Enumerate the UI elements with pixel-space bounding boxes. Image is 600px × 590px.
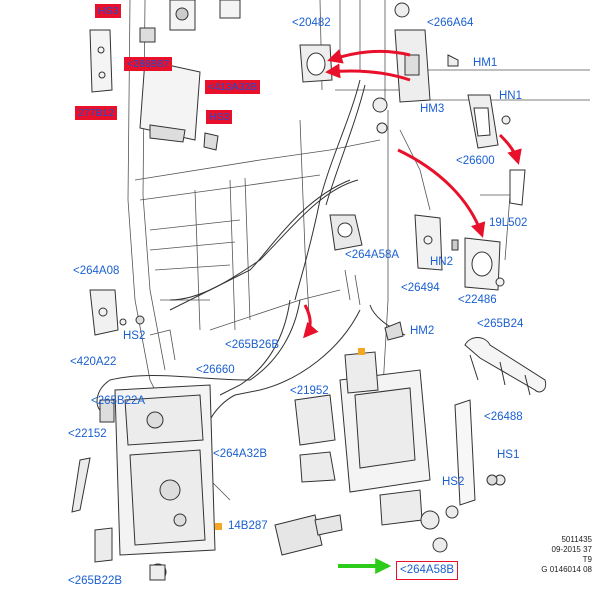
callout-hm1: HM1 (473, 57, 498, 69)
callout-hs2-right: HS2 (442, 476, 465, 488)
callout-22152: <22152 (68, 428, 107, 440)
latch-plates-right (414, 214, 505, 291)
hinge-lower-left (89, 289, 127, 336)
lock-assembly-left (71, 384, 216, 581)
callout-264a08: <264A08 (73, 265, 120, 277)
small-fasteners (135, 315, 498, 581)
hinge-bracket-top (89, 0, 241, 151)
callout-21952: <21952 (290, 385, 329, 397)
callout-hm3: HM3 (420, 103, 445, 115)
callout-hs3-top: HS3 (95, 4, 122, 18)
callout-hs2-left: HS2 (123, 330, 146, 342)
latch-parts-top (299, 2, 526, 206)
callout-420a22: <420A22 (70, 356, 117, 368)
callout-286b87: <286B87 (124, 57, 173, 71)
footer-line-1: 5011435 (561, 535, 592, 544)
callout-hn1: HN1 (499, 90, 523, 102)
orange-marker-21952 (358, 348, 365, 355)
callout-20482: <20482 (292, 17, 331, 29)
orange-marker-14b287 (215, 523, 222, 530)
footer-line-2: 09-2015 37 (551, 545, 592, 554)
callout-264a58b: <264A58B (396, 561, 459, 580)
callout-265b22b: <265B22B (68, 575, 123, 587)
footer-line-3: T9 (582, 555, 592, 564)
callout-413a32b: <413A32B (205, 80, 261, 94)
callout-hn2: HN2 (430, 256, 454, 268)
door-ajar-switch (274, 514, 343, 556)
footer-reference: 5011435 09-2015 37 T9 G 0146014 08 (502, 535, 592, 575)
callout-26488: <26488 (484, 411, 523, 423)
bolt-hm2 (384, 321, 404, 341)
callout-22486: <22486 (458, 294, 497, 306)
red-arrows (303, 49, 522, 339)
callout-26600: <26600 (456, 155, 495, 167)
footer-line-4: G 0146014 08 (541, 565, 592, 574)
callout-hm2: HM2 (410, 325, 435, 337)
callout-19l502: 19L502 (489, 217, 528, 229)
callout-265b26b: <265B26B (225, 339, 280, 351)
cable-clip-265b24 (464, 337, 547, 396)
callout-hs1: HS1 (497, 449, 520, 461)
callout-hs3-mid: HS3 (206, 110, 233, 124)
callout-265b24: <265B24 (477, 318, 524, 330)
callout-264a58a: <264A58A (345, 249, 400, 261)
actuator-upper (329, 214, 363, 251)
callout-266a64: <266A64 (427, 17, 474, 29)
cables (96, 79, 406, 421)
callout-265b22a: <265B22A (91, 395, 146, 407)
callout-26660: <26660 (196, 364, 235, 376)
callout-14b287: 14B287 (228, 520, 268, 532)
callout-26494: <26494 (401, 282, 440, 294)
lock-assembly-right (294, 351, 506, 553)
callout-264a32b: <264A32B (213, 448, 268, 460)
callout-277b12: 277B12 (75, 106, 118, 120)
